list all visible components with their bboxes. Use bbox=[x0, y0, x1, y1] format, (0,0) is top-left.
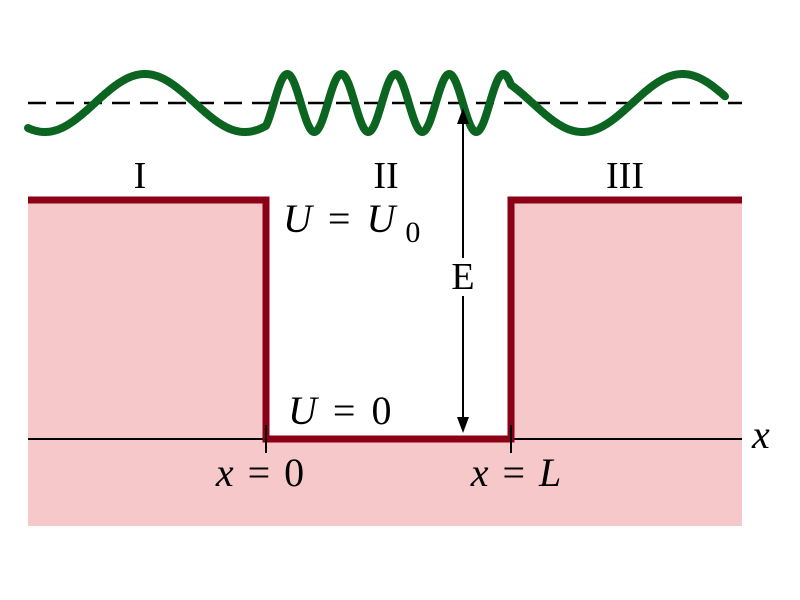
double-arrow-icon bbox=[457, 108, 469, 433]
barrier-potential-var: U bbox=[283, 196, 315, 241]
left-edge-var: x bbox=[215, 450, 234, 495]
well-potential-rhs: 0 bbox=[371, 388, 391, 433]
right-edge-var: x bbox=[470, 450, 489, 495]
left-edge-eq: = bbox=[248, 450, 271, 495]
region-bottom-fill bbox=[267, 439, 512, 526]
right-edge-label: x = L bbox=[470, 450, 562, 495]
region-label-middle: II bbox=[373, 155, 398, 197]
right-edge-eq: = bbox=[502, 450, 525, 495]
barrier-potential-rhs-var: U bbox=[366, 196, 398, 241]
left-edge-rhs: 0 bbox=[284, 450, 304, 495]
well-potential-eq: = bbox=[333, 388, 356, 433]
right-edge-rhs: L bbox=[538, 450, 561, 495]
left-edge-label: x = 0 bbox=[215, 450, 304, 495]
region-label-left: I bbox=[134, 155, 147, 197]
wavefunction-curve bbox=[24, 70, 729, 136]
x-axis-label: x bbox=[751, 412, 770, 457]
region-right-fill bbox=[510, 200, 742, 526]
barrier-potential-rhs-sub: 0 bbox=[405, 216, 420, 249]
region-label-right: III bbox=[606, 155, 644, 197]
well-potential-var: U bbox=[288, 388, 320, 433]
barrier-potential-eq: = bbox=[328, 196, 351, 241]
region-left-fill bbox=[28, 200, 267, 526]
potential-profile-line bbox=[28, 196, 742, 443]
barrier-potential-label: U = U 0 bbox=[283, 196, 420, 249]
well-potential-label: U = 0 bbox=[288, 388, 391, 433]
energy-label: E bbox=[451, 256, 474, 298]
